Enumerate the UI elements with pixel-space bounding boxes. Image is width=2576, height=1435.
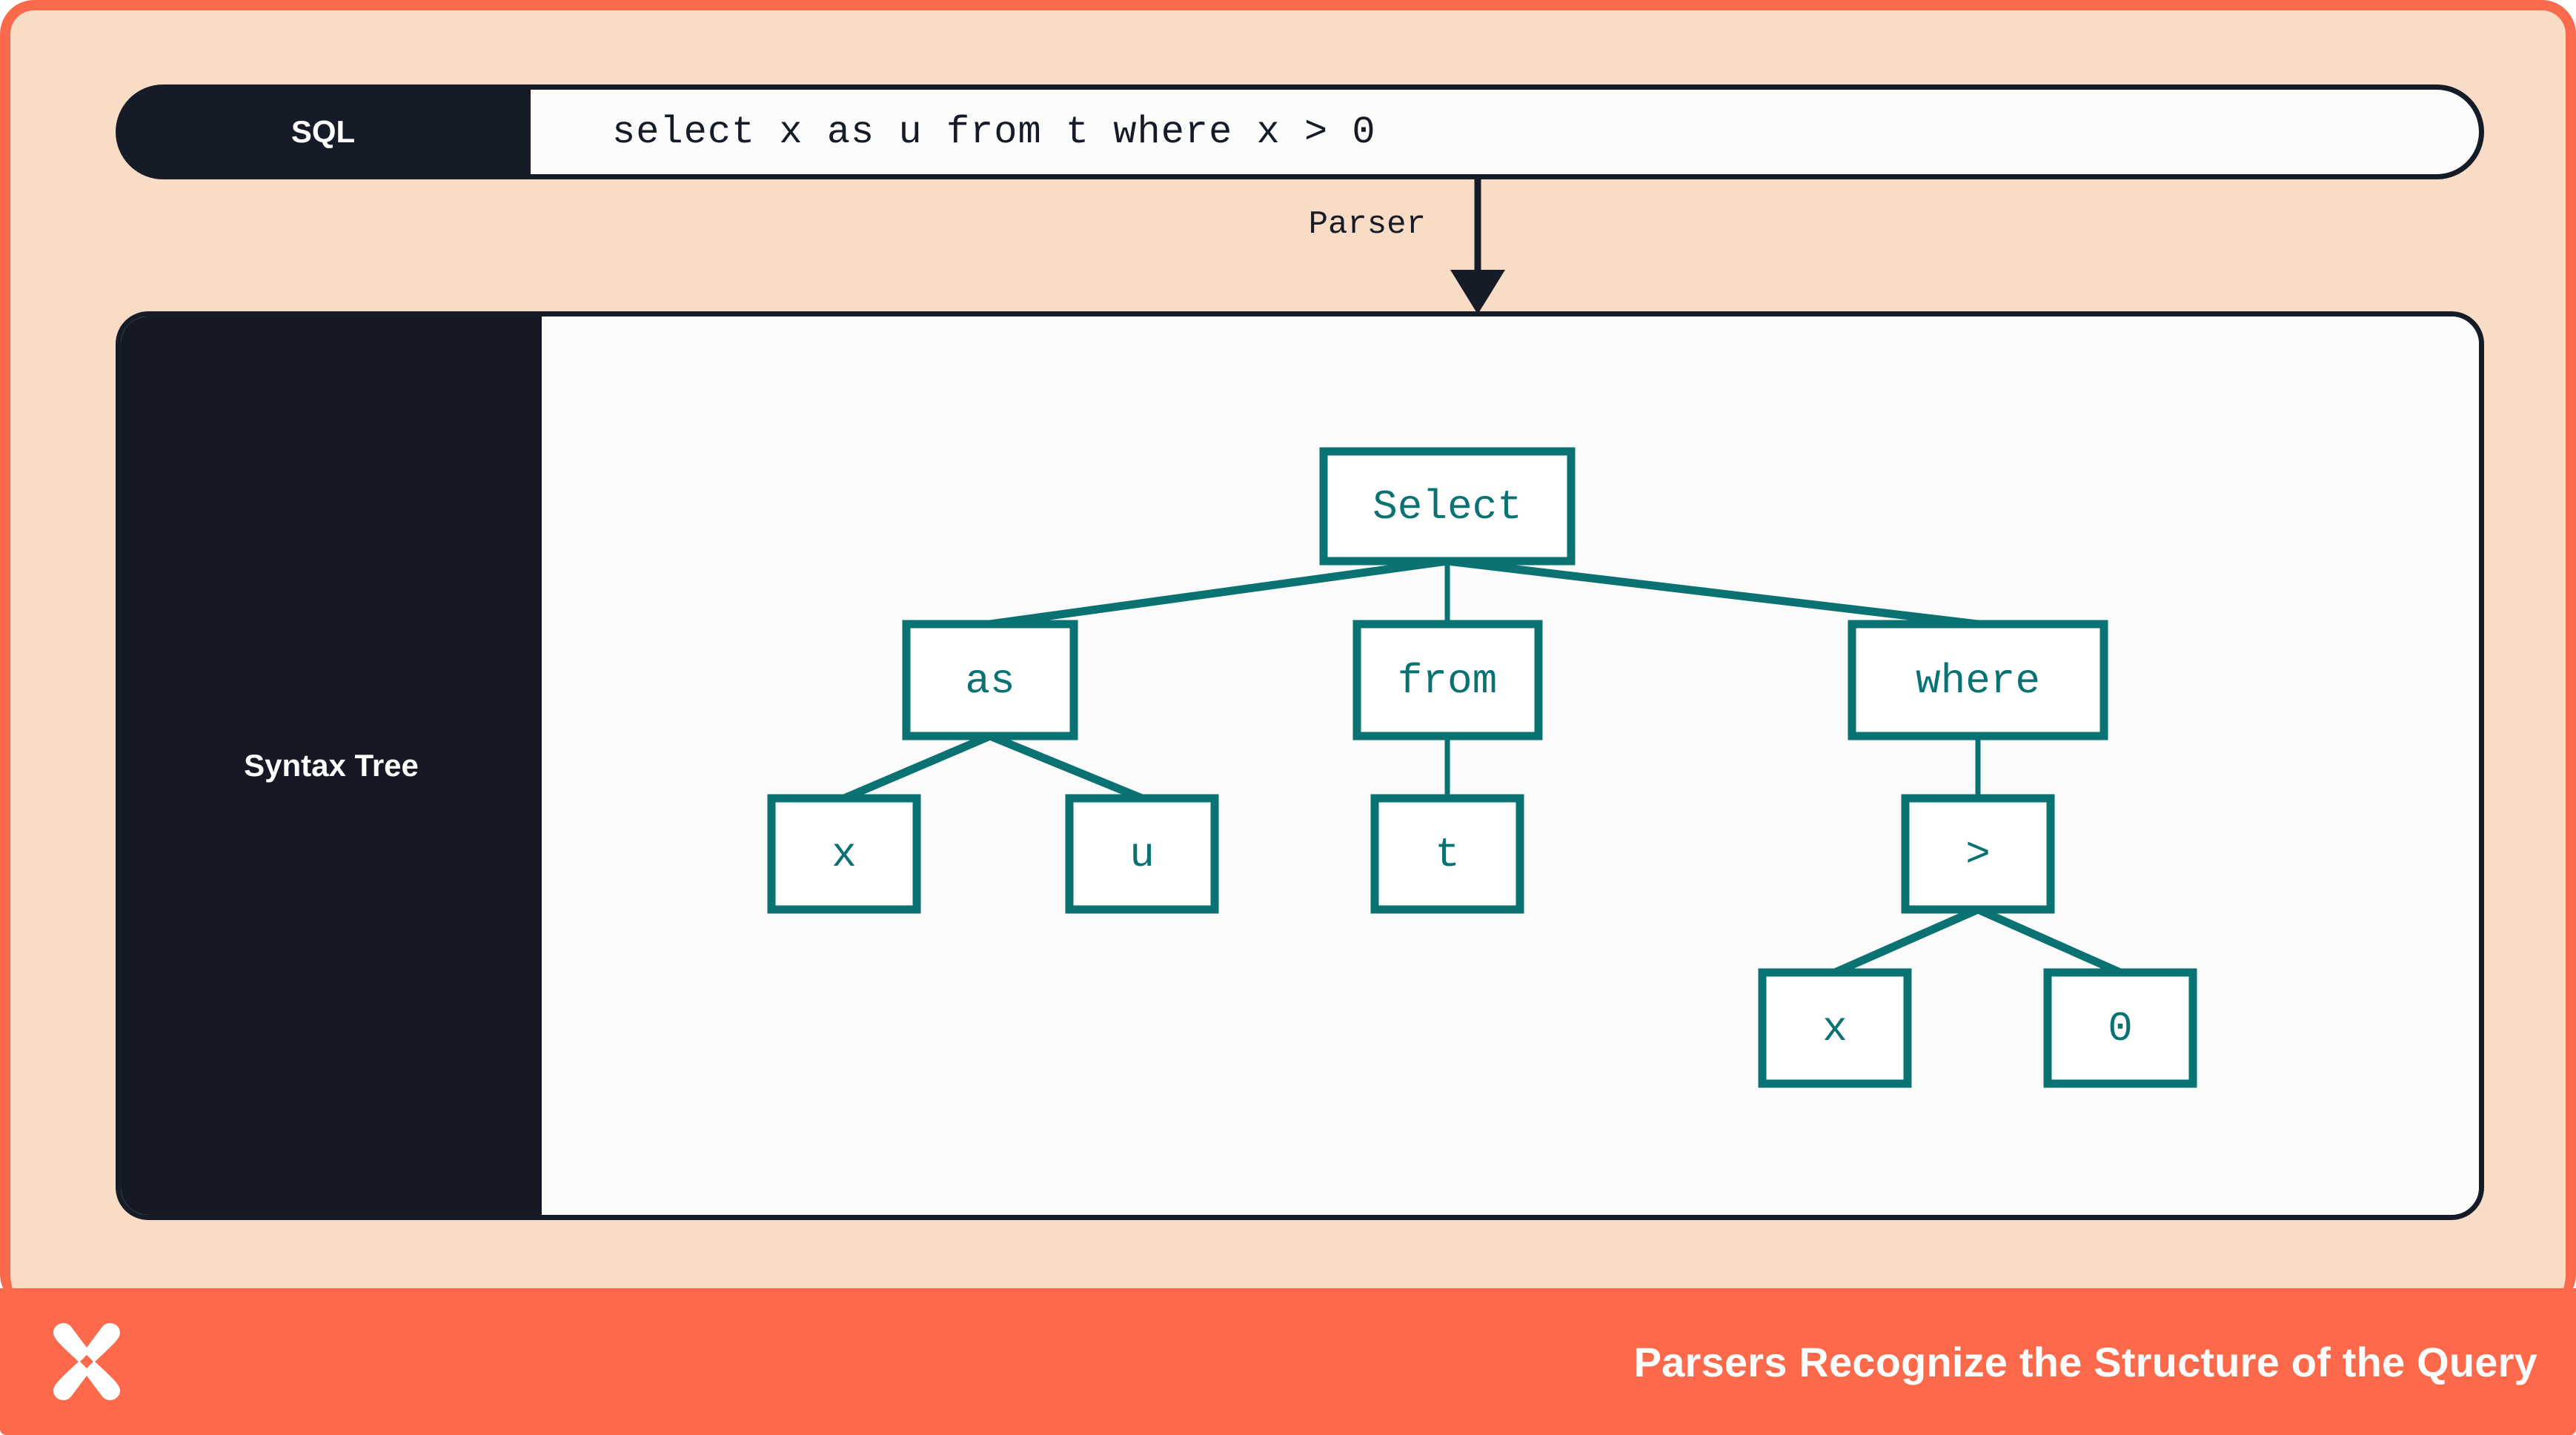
sql-query-input[interactable]: select x as u from t where x > 0 — [531, 90, 2479, 174]
tree-node-box — [2043, 968, 2197, 1088]
tree-node-box — [1370, 794, 1524, 914]
tree-node-box — [1319, 447, 1576, 566]
tree-node-label: 0 — [2108, 1005, 2133, 1053]
tree-node-gt-x[interactable]: x — [1758, 968, 1912, 1088]
tree-node-label: t — [1435, 831, 1460, 878]
tree-node-box — [767, 794, 921, 914]
tree-node-label: as — [965, 657, 1015, 705]
tree-node-gt[interactable]: > — [1901, 794, 2055, 914]
tree-node-label: Select — [1372, 483, 1522, 531]
brand-logo-icon[interactable] — [43, 1318, 130, 1405]
footer-tagline: Parsers Recognize the Structure of the Q… — [1633, 1338, 2537, 1385]
syntax-tree-sidebar: Syntax Tree — [121, 317, 542, 1215]
parser-label: Parser — [1308, 206, 1426, 243]
edge-gt-0 — [1976, 905, 2122, 977]
tree-node-box — [1901, 794, 2055, 914]
edge-select-where — [1447, 557, 1979, 629]
tree-node-label: where — [1916, 657, 2040, 705]
tree-edges — [842, 557, 2122, 977]
edge-as-u — [988, 732, 1144, 803]
tree-node-box — [1352, 620, 1543, 740]
butterfly-x-logo-icon — [53, 1322, 120, 1401]
tree-node-from[interactable]: from — [1352, 620, 1543, 740]
tree-node-select[interactable]: Select — [1319, 447, 1576, 566]
tree-node-label: u — [1129, 831, 1155, 878]
tree-node-as-x[interactable]: x — [767, 794, 921, 914]
syntax-tree-canvas: Select as from where — [542, 317, 2479, 1215]
syntax-tree-label: Syntax Tree — [244, 748, 419, 783]
edge-select-as — [989, 557, 1448, 629]
parser-arrow-icon — [1450, 179, 1505, 314]
tree-node-as[interactable]: as — [902, 620, 1078, 740]
tree-node-label: from — [1398, 657, 1497, 705]
tree-node-box — [1758, 968, 1912, 1088]
sql-label: SQL — [291, 114, 356, 149]
tree-node-box — [1848, 620, 2108, 740]
edge-gt-x — [1833, 905, 1980, 977]
tree-node-label: x — [1822, 1005, 1848, 1053]
main-card: SQL select x as u from t where x > 0 Par… — [0, 0, 2576, 1308]
edge-as-x — [842, 732, 992, 803]
tree-node-from-t[interactable]: t — [1370, 794, 1524, 914]
footer-bar: Parsers Recognize the Structure of the Q… — [0, 1288, 2576, 1435]
tree-node-gt-0[interactable]: 0 — [2043, 968, 2197, 1088]
syntax-tree-graph: Select as from where — [767, 447, 2197, 1088]
tree-node-label: > — [1965, 831, 1991, 878]
tree-node-box — [902, 620, 1078, 740]
tree-node-box — [1065, 794, 1219, 914]
tree-node-where[interactable]: where — [1848, 620, 2108, 740]
parser-transform: Parser — [1270, 179, 1641, 314]
tree-node-label: x — [831, 831, 857, 878]
syntax-tree-panel: Syntax Tree — [116, 311, 2484, 1220]
tree-node-as-u[interactable]: u — [1065, 794, 1219, 914]
sql-row: SQL select x as u from t where x > 0 — [116, 84, 2484, 179]
